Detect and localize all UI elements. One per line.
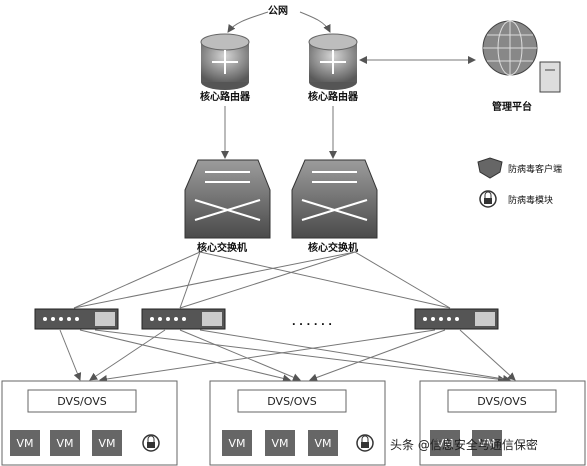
vm-label: VM bbox=[436, 437, 453, 450]
dvs-label: DVS/OVS bbox=[267, 395, 316, 408]
host-1: DVS/OVS VM VM VM bbox=[1, 380, 178, 466]
vm-label: VM bbox=[271, 437, 288, 450]
vm-label: VM bbox=[98, 437, 115, 450]
core-switch-1 bbox=[184, 159, 271, 239]
watermark: 头条 @信息安全与通信保密 bbox=[390, 437, 538, 452]
vm-label: VM bbox=[478, 437, 495, 450]
core-router-2 bbox=[308, 33, 358, 90]
core-switch-2-label: 核心交换机 bbox=[308, 241, 358, 254]
host-2: DVS/OVS VM VM VM bbox=[209, 380, 386, 466]
dvs-label: DVS/OVS bbox=[57, 395, 106, 408]
access-switch-1 bbox=[34, 308, 119, 330]
legend: 防病毒客户端 防病毒模块 bbox=[477, 157, 562, 208]
router-arrows-icon bbox=[320, 50, 346, 74]
lock-icon bbox=[356, 434, 374, 452]
core-router-2-label: 核心路由器 bbox=[308, 90, 359, 103]
internet-label: 公网 bbox=[268, 5, 288, 17]
lock-icon bbox=[142, 434, 160, 452]
access-switch-2 bbox=[141, 308, 226, 330]
management-label: 管理平台 bbox=[492, 100, 532, 113]
access-switch-3 bbox=[414, 308, 499, 330]
core-router-1-label: 核心路由器 bbox=[200, 90, 251, 103]
vm-label: VM bbox=[16, 437, 33, 450]
vm-label: VM bbox=[56, 437, 73, 450]
vm-label: VM bbox=[314, 437, 331, 450]
lock-icon bbox=[479, 190, 497, 208]
switch-arrows-icon bbox=[194, 171, 261, 221]
connection-lines bbox=[59, 11, 516, 384]
host-3: DVS/OVS VM VM bbox=[419, 380, 586, 466]
access-ellipsis: . . . . . . bbox=[292, 317, 332, 328]
legend-label-client: 防病毒客户端 bbox=[508, 163, 562, 175]
router-arrows-icon bbox=[212, 50, 238, 74]
core-router-1 bbox=[200, 33, 250, 90]
core-switch-1-label: 核心交换机 bbox=[197, 241, 247, 254]
shield-icon bbox=[477, 157, 503, 179]
core-switch-2 bbox=[291, 159, 378, 239]
globe-icon bbox=[483, 20, 537, 76]
dvs-label: DVS/OVS bbox=[477, 395, 526, 408]
vm-label: VM bbox=[228, 437, 245, 450]
management-platform bbox=[482, 20, 561, 93]
legend-label-module: 防病毒模块 bbox=[508, 194, 553, 206]
switch-arrows-icon bbox=[301, 171, 368, 221]
